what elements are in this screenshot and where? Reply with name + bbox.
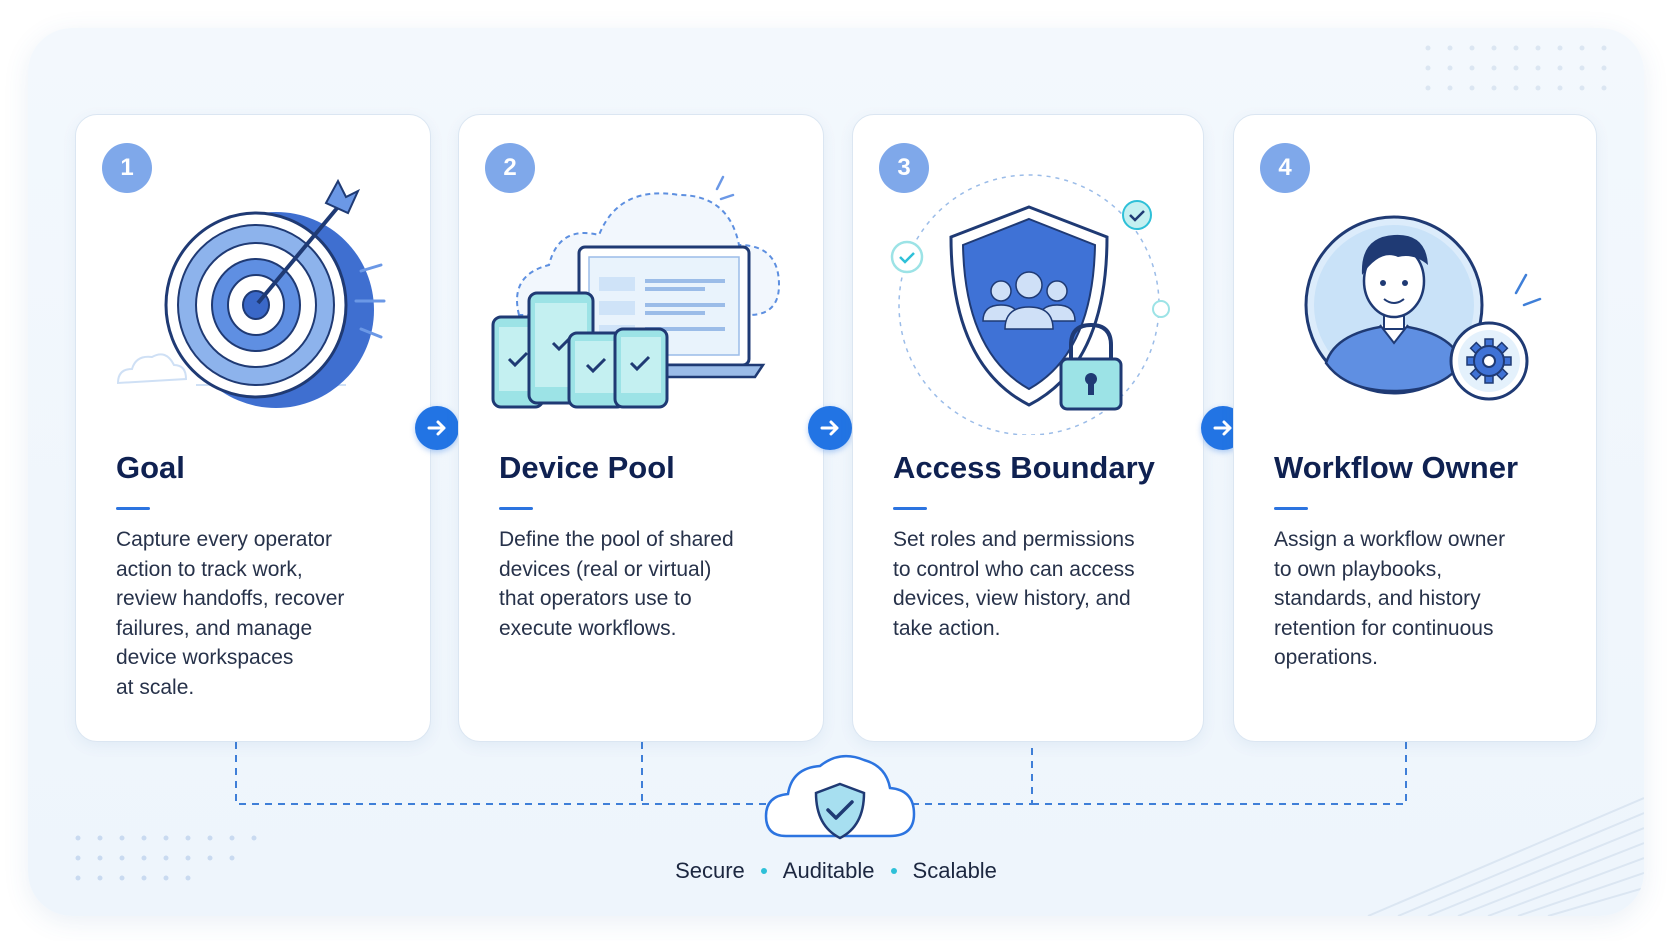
step-number-badge: 4 <box>1260 143 1310 193</box>
decorative-dots-top-right <box>1425 45 1607 91</box>
title-underline <box>893 507 927 510</box>
tag-auditable: Auditable <box>782 858 875 883</box>
card-title: Access Boundary <box>893 450 1155 485</box>
card-description: Set roles and permissions to control who… <box>893 528 1135 640</box>
title-underline <box>116 507 150 510</box>
card-description: Define the pool of shared devices (real … <box>499 528 734 640</box>
arrow-right-icon <box>808 406 852 450</box>
title-underline <box>1274 507 1308 510</box>
tag-scalable: Scalable <box>912 858 997 883</box>
step-number-badge: 3 <box>879 143 929 193</box>
arrow-right-icon <box>415 406 459 450</box>
cloud-shield-icon <box>764 754 916 840</box>
step-number-badge: 1 <box>102 143 152 193</box>
devices-icon <box>491 175 781 409</box>
footer-tagline: Secure Auditable Scalable <box>0 858 1672 884</box>
card-access-boundary: 3 Access Boundary Set roles and permissi… <box>852 114 1204 742</box>
shield-lock-icon <box>890 174 1170 435</box>
target-icon <box>116 178 386 408</box>
separator-dot <box>890 868 897 874</box>
card-description: Assign a workflow owner to own playbooks… <box>1274 528 1506 669</box>
card-goal: 1 Goal Capture every operator action to … <box>75 114 431 742</box>
title-underline <box>499 507 533 510</box>
step-number-badge: 2 <box>485 143 535 193</box>
person-gear-icon <box>1304 215 1542 401</box>
card-description: Capture every operator action to track w… <box>116 528 345 699</box>
tag-secure: Secure <box>675 858 745 883</box>
card-title: Device Pool <box>499 450 675 485</box>
decorative-dots-bottom-left <box>75 835 257 881</box>
separator-dot <box>760 868 767 874</box>
card-workflow-owner: 4 Workflow Owner Assign a workflow o <box>1233 114 1597 742</box>
decorative-lines-bottom-right <box>1367 797 1644 916</box>
card-title: Goal <box>116 450 185 485</box>
card-title: Workflow Owner <box>1274 450 1519 485</box>
card-device-pool: 2 Device Pool Define the pool of shared … <box>458 114 824 742</box>
